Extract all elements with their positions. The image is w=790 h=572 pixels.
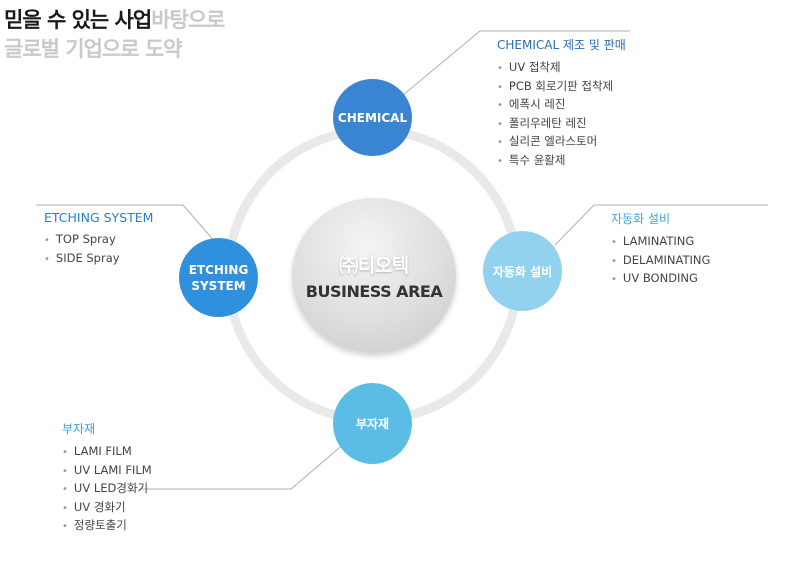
section-chemical-title: CHEMICAL 제조 및 판매 bbox=[497, 38, 626, 52]
headline-line-1: 믿을 수 있는 사업바탕으로 bbox=[4, 6, 225, 35]
section-automation: 자동화 설비 •LAMINATING •DELAMINATING •UV BON… bbox=[611, 210, 710, 289]
list-item: •UV BONDING bbox=[611, 271, 698, 285]
list-item: •UV LED경화기 bbox=[62, 481, 149, 495]
connector-submaterials bbox=[140, 442, 346, 490]
section-submaterials: 부자재 •LAMI FILM •UV LAMI FILM •UV LED경화기 … bbox=[62, 420, 152, 536]
node-automation[interactable]: 자동화 설비 bbox=[483, 231, 562, 311]
list-item: •실리콘 엘라스토머 bbox=[497, 134, 598, 148]
list-item: •에폭시 레진 bbox=[497, 97, 566, 111]
node-etching-label-line-1: ETCHING bbox=[188, 262, 249, 277]
list-item: •정량토출기 bbox=[62, 518, 127, 532]
center-circle: ㈜티오텍 BUSINESS AREA bbox=[292, 198, 456, 353]
connector-automation bbox=[554, 204, 768, 246]
headline-light-text: 바탕으로 bbox=[151, 8, 225, 32]
list-item: •PCB 회로기판 접착제 bbox=[497, 78, 614, 93]
list-item: •UV LAMI FILM bbox=[62, 462, 152, 477]
list-item: •LAMI FILM bbox=[62, 444, 132, 458]
node-chemical-label: CHEMICAL bbox=[337, 110, 408, 125]
list-item: •특수 윤활제 bbox=[497, 152, 566, 167]
connector-chemical bbox=[372, 30, 630, 121]
headline-line-2: 글로벌 기업으로 도약 bbox=[4, 37, 183, 61]
section-chemical: CHEMICAL 제조 및 판매 •UV 접착제 •PCB 회로기판 접착제 •… bbox=[497, 36, 626, 170]
list-item: •LAMINATING bbox=[611, 234, 695, 248]
headline-dark-text: 믿을 수 있는 사업 bbox=[4, 8, 152, 32]
node-etching-system[interactable]: ETCHING SYSTEM bbox=[179, 238, 258, 317]
section-etching: ETCHING SYSTEM •TOP Spray •SIDE Spray bbox=[44, 210, 153, 268]
section-submaterials-title: 부자재 bbox=[62, 422, 96, 436]
list-item: •SIDE Spray bbox=[44, 250, 120, 265]
headline: 믿을 수 있는 사업바탕으로 글로벌 기업으로 도약 bbox=[4, 6, 225, 64]
list-item: •DELAMINATING bbox=[611, 252, 711, 267]
node-etching-label: ETCHING SYSTEM bbox=[189, 262, 249, 294]
node-submaterials[interactable]: 부자재 bbox=[333, 383, 412, 464]
node-automation-label: 자동화 설비 bbox=[492, 264, 553, 279]
list-item: •UV 경화기 bbox=[62, 499, 126, 514]
node-submaterials-label: 부자재 bbox=[355, 417, 390, 431]
node-chemical[interactable]: CHEMICAL bbox=[333, 79, 412, 156]
center-company-name: ㈜티오텍 bbox=[339, 254, 409, 277]
node-etching-label-line-2: SYSTEM bbox=[191, 278, 246, 293]
list-item: •폴리우레탄 레진 bbox=[497, 115, 587, 130]
center-subtitle: BUSINESS AREA bbox=[305, 281, 443, 301]
list-item: •UV 접착제 bbox=[497, 60, 561, 74]
section-etching-title: ETCHING SYSTEM bbox=[44, 210, 154, 225]
section-automation-title: 자동화 설비 bbox=[611, 212, 671, 226]
list-item: •TOP Spray bbox=[44, 232, 116, 246]
connector-etching bbox=[36, 204, 217, 244]
